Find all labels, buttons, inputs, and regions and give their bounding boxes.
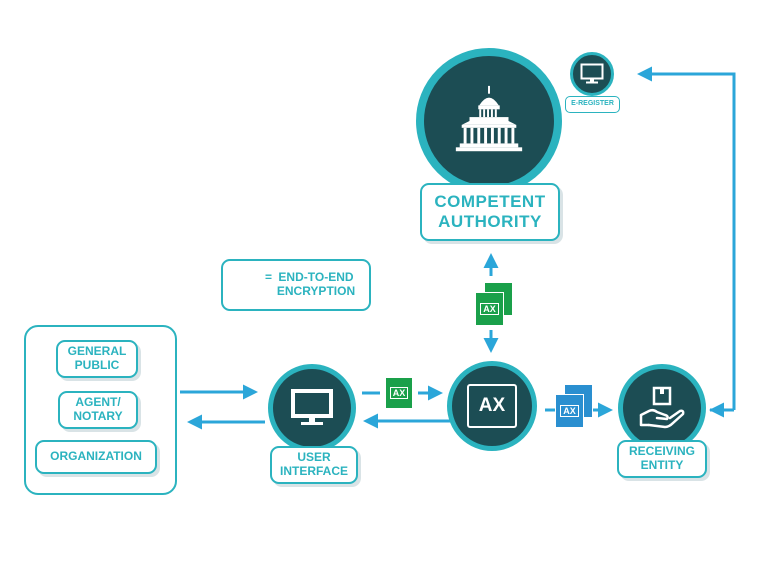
encryption-legend: = END-TO-END ENCRYPTION [221, 259, 371, 311]
user-interface-node[interactable] [268, 364, 356, 452]
agent-notary-line1: AGENT/ [75, 395, 121, 410]
box-hand-icon [639, 386, 685, 429]
authority-line1: COMPETENT [434, 192, 546, 212]
monitor-icon [580, 63, 604, 84]
legend-line1: END-TO-END [278, 270, 354, 285]
receiving-entity-line2: ENTITY [640, 458, 684, 472]
organization-label[interactable]: ORGANIZATION [35, 440, 157, 474]
organization-text: ORGANIZATION [50, 449, 142, 464]
e-register-label[interactable]: E-REGISTER [565, 96, 620, 113]
agent-notary-label[interactable]: AGENT/ NOTARY [58, 391, 138, 429]
user-interface-line2: INTERFACE [279, 464, 348, 478]
ax-hub-text: AX [478, 395, 506, 416]
ax-hub-node[interactable]: AX [447, 361, 537, 451]
competent-authority-node[interactable] [416, 48, 562, 194]
general-public-label[interactable]: GENERAL PUBLIC [56, 340, 138, 378]
doc-ax-text: AX [480, 303, 499, 315]
general-public-line1: GENERAL [67, 344, 127, 359]
user-interface-line1: USER [297, 450, 331, 465]
legend-equals: = [265, 270, 273, 284]
general-public-line2: PUBLIC [74, 358, 120, 372]
ax-hub-badge: AX [467, 384, 517, 428]
doc-ax-text: AX [389, 387, 409, 399]
authority-line2: AUTHORITY [438, 212, 542, 231]
agent-notary-line2: NOTARY [73, 409, 123, 423]
encrypted-document-icon-ui-to-ax: AX [386, 378, 412, 408]
receiving-entity-label[interactable]: RECEIVING ENTITY [617, 440, 707, 478]
e-register-text: E-REGISTER [571, 100, 614, 108]
competent-authority-label[interactable]: COMPETENT AUTHORITY [420, 183, 560, 241]
doc-ax-text: AX [560, 405, 579, 417]
user-interface-label[interactable]: USER INTERFACE [270, 446, 358, 484]
monitor-icon [291, 389, 333, 425]
encrypted-document-icon-vertical: AX [475, 282, 515, 328]
receiving-entity-line1: RECEIVING [628, 444, 695, 459]
capitol-icon [455, 85, 523, 152]
e-register-node[interactable] [570, 52, 614, 96]
legend-line2: ENCRYPTION [276, 284, 356, 298]
receiving-entity-node[interactable] [618, 364, 706, 452]
encrypted-document-icon-ax-to-entity: AX [555, 384, 593, 430]
